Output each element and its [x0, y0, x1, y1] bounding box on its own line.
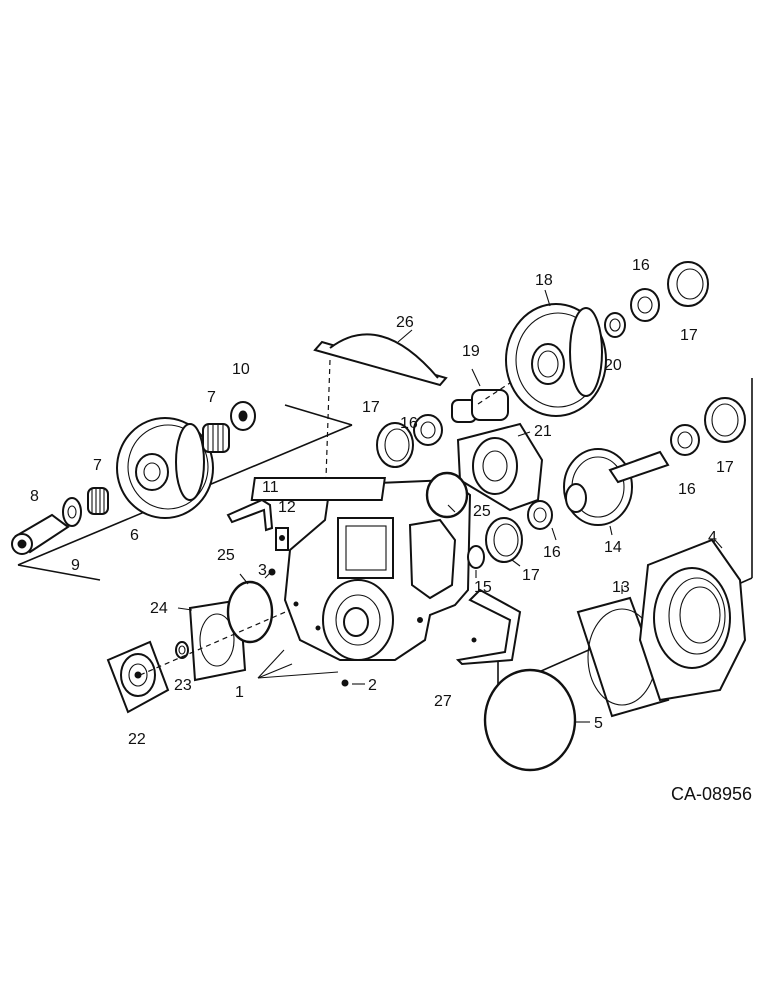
part-26-top-cover [313, 333, 448, 479]
part-16-cone-lower [527, 500, 553, 530]
part-11-rod [226, 498, 274, 532]
callout-19: 19 [462, 343, 480, 360]
callout-26: 26 [396, 314, 414, 331]
part-15-snap-ring [467, 545, 485, 569]
callout-17-top: 17 [680, 327, 698, 344]
part-1-main-housing [250, 477, 472, 687]
part-7-needle-bearing-lower [87, 487, 109, 515]
part-16-cone-top [630, 288, 660, 322]
callout-7-upper: 7 [207, 389, 216, 406]
part-23-seal [175, 641, 189, 659]
callout-labels: 1 2 3 4 5 6 7 7 8 9 10 11 12 13 14 15 16… [30, 257, 752, 804]
part-25-o-ring-left [226, 580, 274, 644]
callout-25-left: 25 [217, 547, 235, 564]
callout-2: 2 [368, 677, 377, 694]
callout-5: 5 [594, 715, 603, 732]
part-16-cone-right [670, 424, 700, 456]
callout-21: 21 [534, 423, 552, 440]
callout-18: 18 [535, 272, 553, 289]
drawing-code: CA-08956 [671, 784, 752, 804]
part-17-cup-right [704, 397, 746, 443]
part-25-o-ring-center [425, 471, 469, 519]
part-9-thrust-washer [62, 497, 82, 527]
callout-16-top: 16 [632, 257, 650, 274]
part-27-mount-bracket [455, 588, 522, 666]
callout-15: 15 [474, 579, 492, 596]
callout-11: 11 [262, 479, 279, 496]
callout-3: 3 [258, 562, 267, 579]
callout-9: 9 [71, 557, 80, 574]
part-17-cup-lower [485, 517, 523, 563]
callout-7-lower: 7 [93, 457, 102, 474]
callout-17-center: 17 [362, 399, 380, 416]
leader-lines [177, 289, 723, 723]
callout-27: 27 [434, 693, 452, 710]
part-5-o-ring [483, 668, 577, 772]
part-8-input-shaft [11, 513, 70, 555]
part-7-needle-bearing-upper [202, 423, 230, 453]
callout-8: 8 [30, 488, 39, 505]
callout-12: 12 [278, 499, 296, 516]
part-19-pinion [451, 349, 561, 423]
part-6-drive-gear [116, 417, 214, 519]
part-16-cone-center [413, 414, 443, 446]
part-13-gasket [576, 596, 670, 718]
part-12-bracket [275, 527, 289, 551]
part-22-end-cover [106, 640, 170, 714]
callout-1: 1 [235, 684, 244, 701]
callout-4: 4 [708, 529, 717, 546]
callout-16-center: 16 [400, 415, 418, 432]
callout-14: 14 [604, 539, 622, 556]
callout-23: 23 [174, 677, 192, 694]
callout-16-right: 16 [678, 481, 696, 498]
part-20-spacer [604, 312, 626, 338]
callout-17-lower: 17 [522, 567, 540, 584]
part-10-thrust-washer [230, 401, 256, 431]
callout-13: 13 [612, 579, 630, 596]
callout-25-center: 25 [473, 503, 491, 520]
left-shaft-assembly [11, 401, 353, 581]
callout-6: 6 [130, 527, 139, 544]
part-14-output-shaft-gear [563, 448, 670, 526]
callout-20: 20 [604, 357, 622, 374]
callout-10: 10 [232, 361, 250, 378]
callout-16-lower: 16 [543, 544, 561, 561]
part-4-retainer-housing [638, 538, 747, 702]
callout-24: 24 [150, 600, 168, 617]
part-17-cup-center [376, 422, 414, 468]
part-21-bearing-cage [456, 422, 544, 512]
part-17-cup-top [667, 261, 709, 307]
part-18-bull-gear [505, 303, 607, 417]
callout-22: 22 [128, 731, 146, 748]
callout-17-right: 17 [716, 459, 734, 476]
